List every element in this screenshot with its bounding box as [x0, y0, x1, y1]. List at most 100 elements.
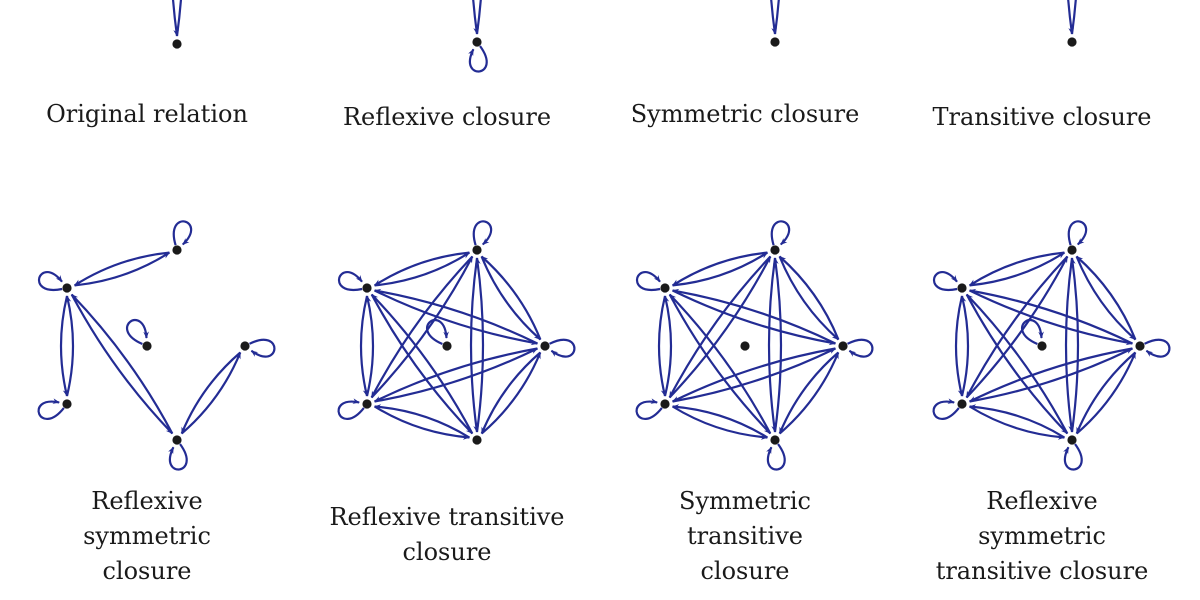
- edge-arrow: [70, 293, 174, 435]
- caption-line: Symmetric closure: [630, 100, 860, 128]
- graph-node: [362, 399, 372, 409]
- edge-arrow: [773, 257, 783, 433]
- graph-node: [770, 435, 780, 445]
- edge-arrow: [175, 0, 183, 37]
- edge-arrow: [374, 251, 470, 287]
- graph-node: [472, 435, 482, 445]
- self-loop-arrow: [37, 398, 65, 421]
- edge-arrow: [672, 251, 768, 287]
- graph-node: [472, 245, 482, 255]
- edge-arrow: [370, 293, 474, 435]
- edge-arrow: [960, 295, 970, 397]
- edge-arrow: [969, 251, 1065, 287]
- edge-arrow: [59, 295, 69, 397]
- caption-line: Reflexive closure: [342, 103, 552, 131]
- self-loop-arrow: [168, 443, 188, 471]
- caption-transitive: Transitive closure: [902, 100, 1182, 135]
- caption-line: transitive closure: [935, 557, 1149, 585]
- edge-arrow: [968, 404, 1065, 439]
- self-loop-arrow: [337, 398, 365, 421]
- edge-arrow: [475, 0, 482, 35]
- edge-arrow: [778, 255, 840, 340]
- self-loop-arrow: [635, 271, 661, 292]
- graph-node: [362, 283, 372, 293]
- edge-arrow: [1070, 257, 1080, 433]
- edge-arrow: [672, 289, 837, 346]
- edge-arrow: [480, 255, 542, 340]
- edge-arrow: [671, 404, 768, 439]
- graph-node: [472, 37, 482, 47]
- graph-node: [740, 341, 750, 351]
- edge-arrow: [1075, 256, 1137, 341]
- edge-arrow: [1064, 257, 1074, 433]
- caption-line: Reflexive transitive: [329, 503, 565, 531]
- edge-arrow: [359, 295, 369, 397]
- self-loop-arrow: [1067, 220, 1088, 246]
- panel-symmetric: [770, 0, 780, 47]
- edge-arrow: [374, 347, 539, 403]
- graph-node: [660, 399, 670, 409]
- graph-node: [770, 245, 780, 255]
- self-loop-arrow: [766, 443, 786, 471]
- edge-arrow: [480, 351, 542, 435]
- edge-arrow: [74, 251, 170, 287]
- panel-symmetric-transitive: [635, 220, 874, 471]
- self-loop-arrow: [37, 271, 63, 292]
- graph-node: [442, 341, 452, 351]
- graph-node: [770, 37, 780, 47]
- edge-arrow: [374, 289, 539, 346]
- edge-arrow: [373, 347, 538, 403]
- edge-arrow: [778, 351, 840, 435]
- self-loop-arrow: [468, 45, 488, 73]
- caption-original: Original relation: [7, 97, 287, 132]
- edge-arrow: [969, 251, 1065, 287]
- caption-line: transitive: [687, 522, 803, 550]
- edge-arrow: [965, 293, 1069, 435]
- edge-arrow: [480, 256, 542, 341]
- graph-node: [172, 245, 182, 255]
- graph-node: [1067, 435, 1077, 445]
- graph-node: [660, 283, 670, 293]
- edge-arrow: [969, 347, 1134, 403]
- edge-arrow: [672, 347, 837, 403]
- self-loop-arrow: [847, 338, 874, 358]
- edge-arrow: [767, 257, 777, 433]
- graph-node: [957, 283, 967, 293]
- self-loop-arrow: [549, 338, 576, 358]
- graph-node: [172, 435, 182, 445]
- edge-arrow: [1075, 255, 1137, 340]
- edge-arrow: [668, 293, 772, 435]
- edge-arrow: [365, 295, 375, 397]
- caption-line: closure: [700, 557, 790, 585]
- edge-arrow: [472, 0, 479, 35]
- caption-line: Original relation: [46, 100, 248, 128]
- graph-node: [1037, 341, 1047, 351]
- caption-line: Reflexive: [986, 487, 1098, 515]
- edge-arrow: [668, 293, 772, 435]
- edge-arrow: [663, 295, 673, 397]
- edge-arrow: [180, 351, 242, 435]
- graph-node: [142, 341, 152, 351]
- caption-symmetric: Symmetric closure: [605, 97, 885, 132]
- caption-line: symmetric: [978, 522, 1106, 550]
- self-loop-arrow: [172, 220, 193, 246]
- self-loop-arrow: [249, 338, 276, 358]
- edge-arrow: [480, 351, 542, 435]
- caption-line: symmetric: [83, 522, 211, 550]
- edge-arrow: [968, 288, 1133, 345]
- panel-reflexive: [468, 0, 488, 73]
- edge-arrow: [70, 293, 174, 435]
- panel-transitive: [1067, 0, 1077, 47]
- graph-node: [540, 341, 550, 351]
- graph-node: [62, 283, 72, 293]
- self-loop-arrow: [1020, 319, 1044, 346]
- edge-arrow: [672, 251, 768, 287]
- graph-node: [172, 39, 182, 49]
- edge-arrow: [374, 251, 470, 287]
- edge-arrow: [672, 405, 769, 440]
- graph-node: [1135, 341, 1145, 351]
